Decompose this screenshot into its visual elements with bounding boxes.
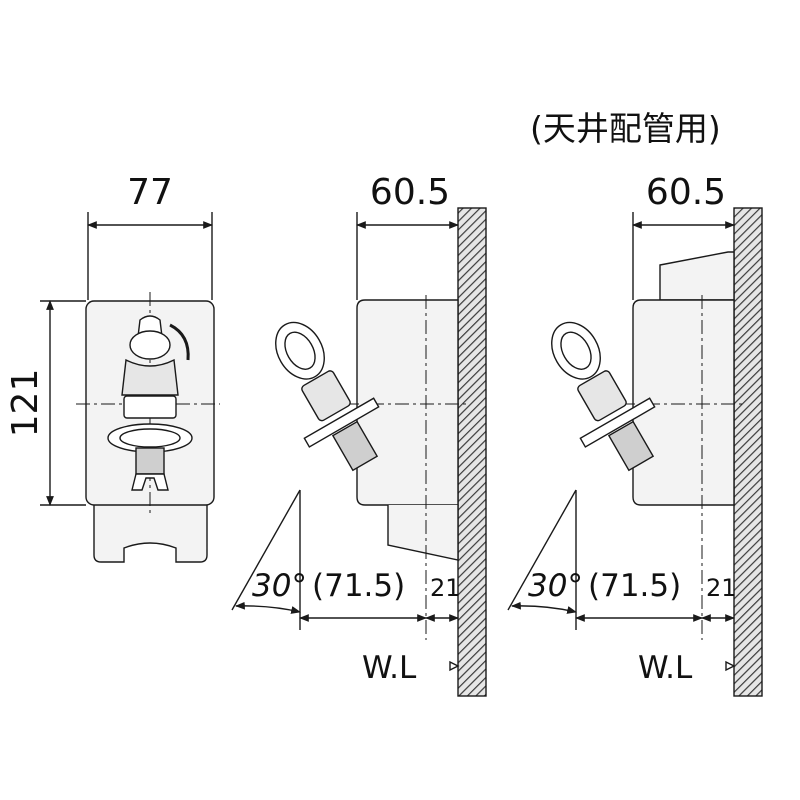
ceiling-pipe-cover	[659, 251, 735, 301]
side-valve-ceiling	[577, 370, 627, 422]
side-body-lower	[387, 505, 459, 561]
side-valve	[301, 370, 351, 422]
hose-connector-flange-inner	[119, 428, 181, 448]
ceiling-wall-label: 21	[706, 574, 737, 602]
side-handle	[275, 321, 325, 380]
hose-connector-body	[135, 447, 165, 475]
side-offset-label: (71.5)	[312, 568, 405, 604]
side-body-ceiling	[632, 299, 735, 506]
side-body	[356, 299, 459, 506]
hose-connector-tip	[131, 473, 169, 491]
mounting-bracket	[93, 505, 208, 563]
side-flange	[303, 397, 380, 448]
outlet-axis-line-ceiling	[507, 489, 577, 611]
side-depth-label: 60.5	[370, 172, 450, 213]
angle-arc	[235, 601, 301, 614]
ceiling-angle-label: 30°	[528, 568, 583, 604]
side-handle-inner-ceiling	[560, 331, 592, 370]
side-handle-ceiling	[551, 321, 601, 380]
side-angle-label: 30°	[252, 568, 307, 604]
handle-arc-indicator	[169, 323, 190, 361]
side-handle-inner	[284, 331, 316, 370]
side-view-standard	[231, 207, 487, 697]
width-label: 77	[127, 172, 173, 213]
water-level-marker-ceiling	[725, 660, 736, 672]
side-connector	[331, 420, 379, 472]
valve-body	[121, 358, 179, 396]
ceiling-water-level-label: W.L	[638, 650, 693, 686]
handle-knob	[129, 330, 171, 360]
side-flange-ceiling	[579, 397, 656, 448]
height-label: 121	[5, 369, 46, 438]
front-view	[40, 212, 220, 563]
wall-ceiling	[733, 207, 763, 697]
angle-arc-ceiling	[511, 601, 577, 614]
side-water-level-label: W.L	[362, 650, 417, 686]
ceiling-piping-note: (天井配管用)	[530, 109, 721, 148]
valve-nut	[123, 395, 177, 419]
water-level-marker	[449, 660, 460, 672]
ceiling-offset-label: (71.5)	[588, 568, 681, 604]
side-connector-ceiling	[607, 420, 655, 472]
wall	[457, 207, 487, 697]
outlet-axis-line	[231, 489, 301, 611]
side-view-ceiling	[507, 207, 763, 697]
ceiling-depth-label: 60.5	[646, 172, 726, 213]
side-wall-label: 21	[430, 574, 461, 602]
